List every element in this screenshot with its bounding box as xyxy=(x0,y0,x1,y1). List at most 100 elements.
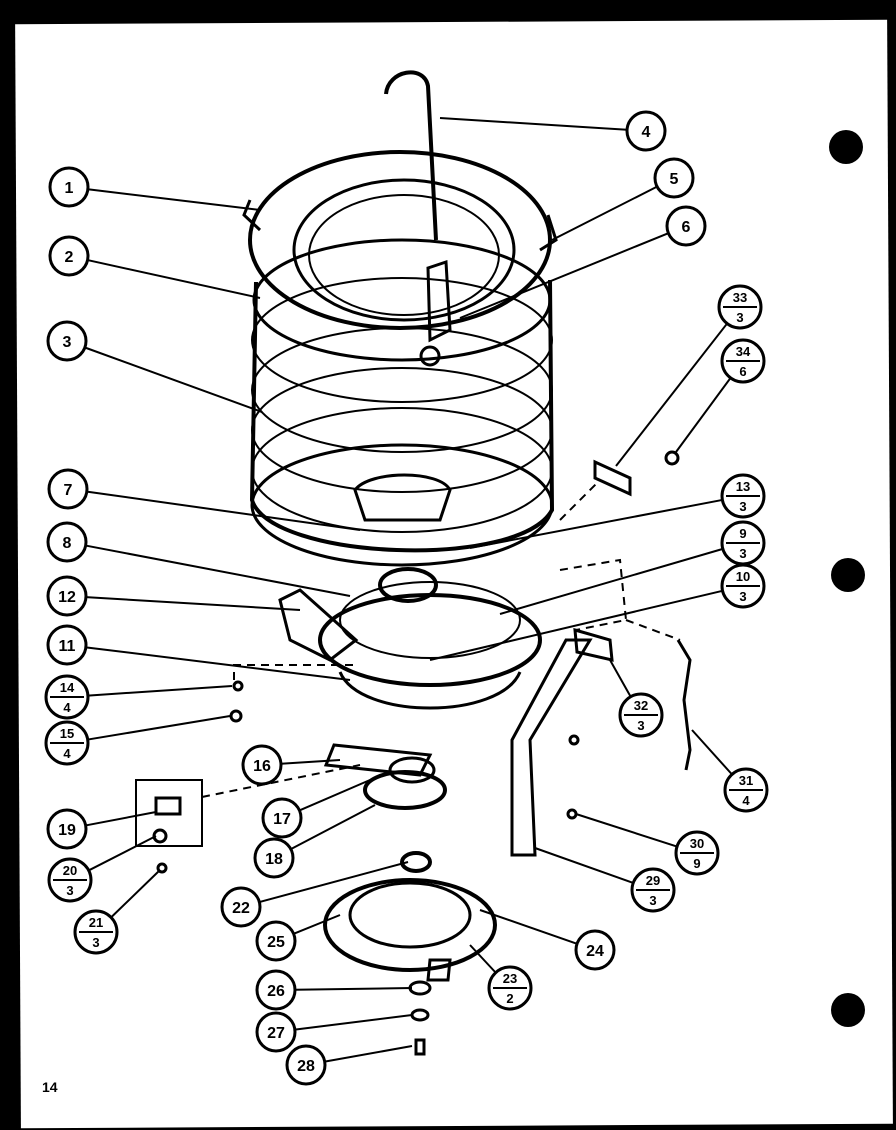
tub-ring-lip xyxy=(242,199,558,252)
callout-number-2: 2 xyxy=(65,249,74,266)
drive-pulley xyxy=(363,770,447,810)
leader-line-16 xyxy=(280,759,341,765)
callout-quantity-34: 6 xyxy=(739,364,746,379)
leader-line-33 xyxy=(615,322,728,467)
leader-line-18 xyxy=(290,804,376,851)
callout-30: 309 xyxy=(674,830,720,876)
clip-screw xyxy=(664,450,680,466)
tub-band-1 xyxy=(252,238,552,362)
callout-5: 5 xyxy=(653,157,695,199)
callout-circle-4 xyxy=(625,110,667,152)
callout-circle-28 xyxy=(285,1044,327,1086)
callout-9: 93 xyxy=(720,520,766,566)
callout-circle-27 xyxy=(255,1011,297,1053)
callout-circle-26 xyxy=(255,969,297,1011)
valve-part xyxy=(154,796,182,816)
callout-33: 333 xyxy=(717,284,763,330)
callout-quantity-23: 2 xyxy=(506,991,513,1006)
callout-32: 323 xyxy=(618,692,664,738)
callout-number-15: 15 xyxy=(60,726,74,741)
callout-3: 3 xyxy=(46,320,88,362)
brace-mounting-plate xyxy=(573,627,614,662)
callout-layer: 1234567893103111213314415416171819203213… xyxy=(44,110,769,1086)
callout-number-10: 10 xyxy=(736,569,750,584)
callout-number-26: 26 xyxy=(267,983,285,1000)
tub-bracket-nut xyxy=(419,345,441,367)
leader-line-15 xyxy=(87,715,231,741)
callout-quantity-10: 3 xyxy=(739,589,746,604)
tub-ring-inner xyxy=(292,178,516,322)
motor-mount-tab xyxy=(426,958,452,982)
leader-line-7 xyxy=(86,490,361,531)
callout-number-31: 31 xyxy=(739,773,753,788)
leader-line-9 xyxy=(499,547,724,615)
callout-quantity-29: 3 xyxy=(649,893,656,908)
tub-band-4 xyxy=(251,367,553,493)
binder-hole-middle xyxy=(831,558,865,592)
leader-line-5 xyxy=(551,185,658,241)
leader-line-2 xyxy=(87,259,261,299)
leader-line-1 xyxy=(87,188,261,211)
page-number: 14 xyxy=(42,1079,58,1095)
leader-line-12 xyxy=(85,596,301,611)
callout-circle-11 xyxy=(46,624,88,666)
callout-quantity-13: 3 xyxy=(739,499,746,514)
leader-line-29 xyxy=(534,847,634,884)
callout-quantity-32: 3 xyxy=(637,718,644,733)
leader-line-27 xyxy=(294,1014,413,1031)
callout-number-13: 13 xyxy=(736,479,750,494)
callout-15: 154 xyxy=(44,720,90,766)
callout-circle-6 xyxy=(665,205,707,247)
tub-band-6 xyxy=(250,443,554,567)
leader-line-20 xyxy=(88,835,157,872)
leader-line-22 xyxy=(259,861,409,904)
leader-line-8 xyxy=(85,544,351,597)
callout-number-5: 5 xyxy=(670,171,679,188)
callout-circle-2 xyxy=(48,235,90,277)
callout-circle-25 xyxy=(255,920,297,962)
leader-line-32 xyxy=(609,659,632,698)
leader-line-3 xyxy=(84,346,263,413)
callout-circle-12 xyxy=(46,575,88,617)
callout-number-1: 1 xyxy=(65,180,74,197)
callout-25: 25 xyxy=(255,920,297,962)
fill-tube xyxy=(384,70,438,241)
support-brace xyxy=(510,638,593,857)
callout-2: 2 xyxy=(48,235,90,277)
callout-number-22: 22 xyxy=(232,900,250,917)
callout-circle-19 xyxy=(46,808,88,850)
callout-quantity-33: 3 xyxy=(736,310,743,325)
motor-housing-inner xyxy=(348,881,472,949)
leader-line-14 xyxy=(87,685,233,697)
motor-bolt xyxy=(414,1038,426,1056)
callout-quantity-21: 3 xyxy=(92,935,99,950)
callout-24: 24 xyxy=(574,929,616,971)
leader-line-23 xyxy=(469,944,497,974)
paper-sheet xyxy=(15,19,893,1129)
callout-28: 28 xyxy=(285,1044,327,1086)
callout-26: 26 xyxy=(255,969,297,1011)
callout-number-30: 30 xyxy=(690,836,704,851)
valve-screw xyxy=(156,862,168,874)
callout-circle-18 xyxy=(253,837,295,879)
callout-circle-22 xyxy=(220,886,262,928)
callout-number-17: 17 xyxy=(273,811,291,828)
callout-number-16: 16 xyxy=(253,758,271,775)
binder-hole-top xyxy=(829,130,863,164)
callout-27: 27 xyxy=(255,1011,297,1053)
callout-number-12: 12 xyxy=(58,589,76,606)
callout-31: 314 xyxy=(723,767,769,813)
callout-number-8: 8 xyxy=(63,535,72,552)
binder-hole-bottom xyxy=(831,993,865,1027)
callout-10: 103 xyxy=(720,563,766,609)
callout-number-4: 4 xyxy=(642,124,651,141)
center-cover xyxy=(353,473,452,522)
callout-number-3: 3 xyxy=(63,334,72,351)
callout-14: 144 xyxy=(44,674,90,720)
callout-number-23: 23 xyxy=(503,971,517,986)
motor-housing-outer xyxy=(323,878,497,972)
callout-21: 213 xyxy=(73,909,119,955)
leader-line-25 xyxy=(293,914,341,935)
callout-quantity-30: 9 xyxy=(693,856,700,871)
callout-number-29: 29 xyxy=(646,873,660,888)
